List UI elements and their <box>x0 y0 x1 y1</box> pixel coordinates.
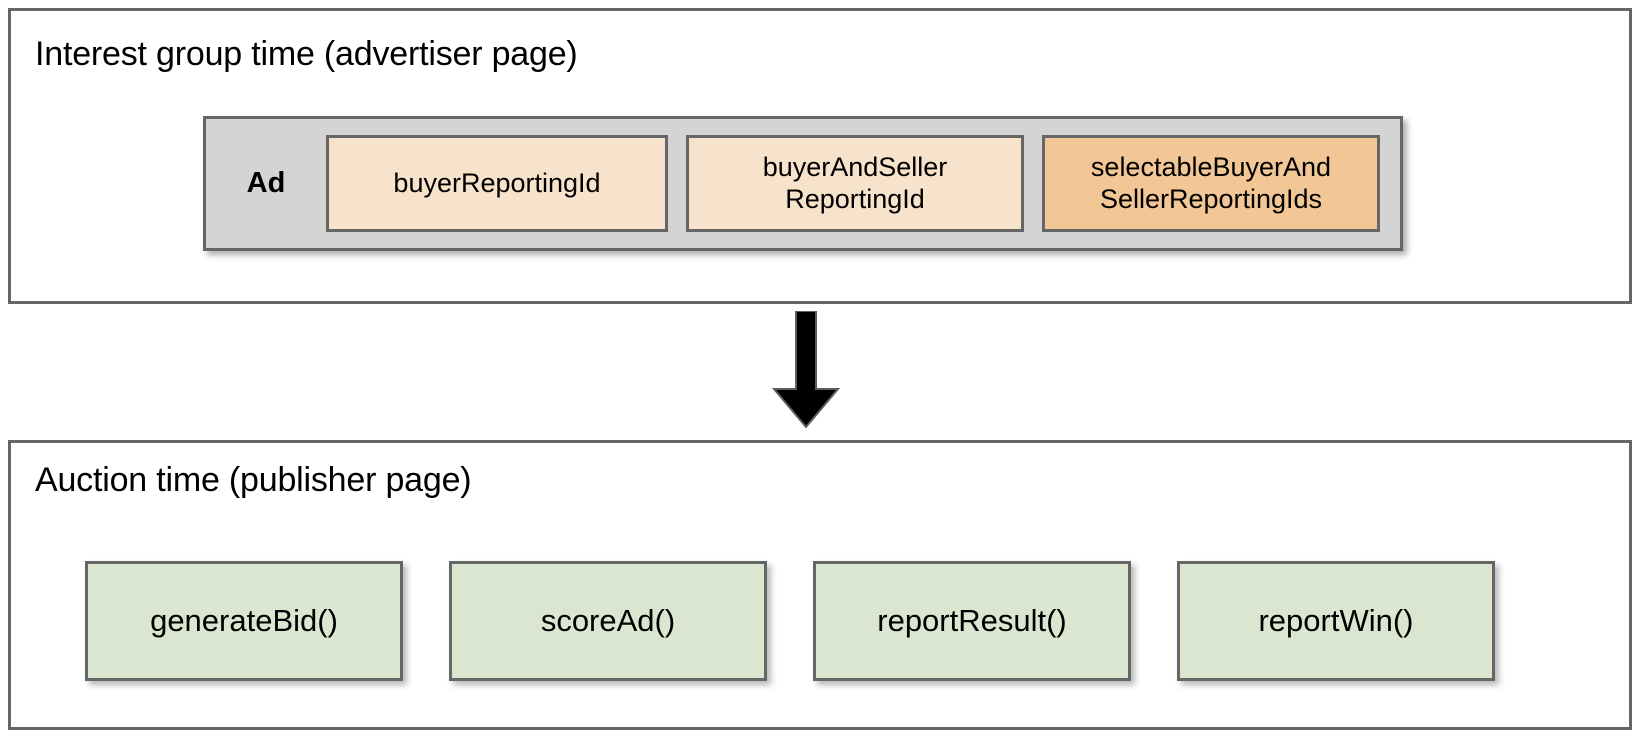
reporting-box-buyer-reporting-id[interactable]: buyerReportingId <box>326 135 668 232</box>
function-box-report-result[interactable]: reportResult() <box>813 561 1131 681</box>
auction-panel: Auction time (publisher page) generateBi… <box>8 440 1632 730</box>
ad-label: Ad <box>246 167 286 199</box>
function-box-report-win[interactable]: reportWin() <box>1177 561 1495 681</box>
advertiser-panel-title: Interest group time (advertiser page) <box>35 35 578 73</box>
function-box-generate-bid[interactable]: generateBid() <box>85 561 403 681</box>
down-arrow-icon <box>771 311 841 429</box>
function-box-score-ad[interactable]: scoreAd() <box>449 561 767 681</box>
advertiser-panel: Interest group time (advertiser page) Ad… <box>8 8 1632 304</box>
auction-panel-title: Auction time (publisher page) <box>35 461 472 499</box>
